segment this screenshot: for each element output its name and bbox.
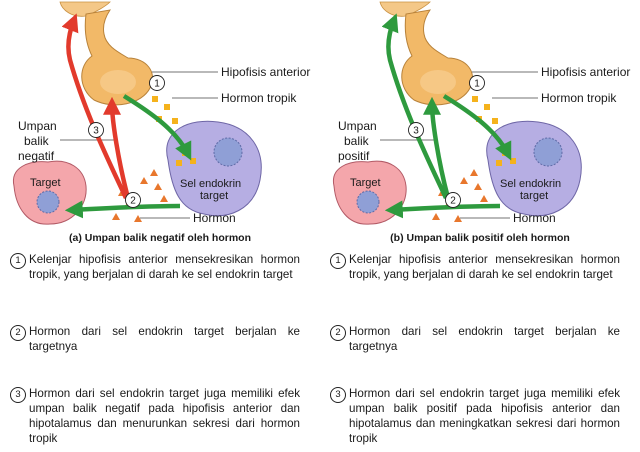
label-hormon: Hormon — [193, 211, 236, 225]
label-feedback-type: negatif — [18, 149, 55, 163]
step-number: 2 — [10, 325, 26, 341]
step-1: 1 Kelenjar hipofisis anterior mensekresi… — [10, 252, 300, 282]
step-text: Hormon dari sel endokrin target berjalan… — [29, 325, 300, 353]
cell-hormone-triangles — [112, 169, 168, 222]
label-sel-endokrin: Sel endokrin — [500, 178, 561, 190]
cell-hormone-triangles — [432, 169, 488, 222]
label-sel-target: target — [520, 190, 548, 202]
step-number: 2 — [330, 325, 346, 341]
target-nucleus — [36, 190, 60, 214]
svg-text:2: 2 — [450, 196, 456, 207]
marker-3: 3 — [408, 122, 424, 138]
step-3: 3 Hormon dari sel endokrin target juga m… — [330, 386, 620, 446]
caption: (b) Umpan balik positif oleh hormon — [390, 232, 570, 244]
marker-1: 1 — [149, 75, 165, 91]
panel-negative-feedback: 1 2 3 Hipofisis anterior Hormon tropik U… — [10, 1, 310, 446]
label-hormon-tropik: Hormon tropik — [541, 91, 617, 105]
feedback-arrow-positive-2 — [423, 96, 451, 199]
hormone-to-target-arrow — [384, 200, 501, 219]
label-balik: balik — [344, 134, 370, 148]
label-sel-endokrin: Sel endokrin — [180, 178, 241, 190]
caption: (a) Umpan balik negatif oleh hormon — [68, 232, 251, 244]
step-2: 2 Hormon dari sel endokrin target berjal… — [330, 324, 620, 354]
label-hipofisis: Hipofisis anterior — [221, 65, 310, 79]
panel-positive-feedback: 1 2 3 Hipofisis anterior Hormon tropik U… — [320, 0, 640, 452]
step-number: 1 — [330, 253, 346, 269]
label-sel-target: target — [200, 190, 228, 202]
feedback-arrow-negative-2 — [103, 96, 131, 199]
marker-2: 2 — [445, 192, 461, 208]
target-nucleus — [356, 190, 380, 214]
label-hormon: Hormon — [513, 211, 556, 225]
label-umpan: Umpan — [338, 119, 377, 133]
label-target: Target — [350, 177, 381, 189]
label-hormon-tropik: Hormon tropik — [221, 91, 297, 105]
svg-text:1: 1 — [474, 79, 480, 90]
label-hipofisis: Hipofisis anterior — [541, 65, 630, 79]
step-1: 1 Kelenjar hipofisis anterior mensekresi… — [330, 252, 620, 282]
marker-2: 2 — [125, 192, 141, 208]
hormone-to-target-arrow — [64, 200, 181, 219]
label-feedback-type: positif — [338, 149, 370, 163]
negative-feedback-diagram: 1 2 3 Hipofisis anterior Hormon tropik U… — [12, 1, 310, 225]
svg-text:1: 1 — [154, 79, 160, 90]
feedback-arrow-negative — [61, 13, 129, 199]
step-text: Kelenjar hipofisis anterior mensekresika… — [349, 253, 620, 281]
positive-feedback-diagram: 1 2 3 Hipofisis anterior Hormon tropik U… — [332, 1, 630, 225]
label-target: Target — [30, 177, 61, 189]
label-balik: balik — [24, 134, 50, 148]
tropic-hormone-arrow — [442, 94, 512, 161]
step-2: 2 Hormon dari sel endokrin target berjal… — [10, 324, 300, 354]
endocrine-nucleus — [533, 137, 563, 167]
marker-1: 1 — [469, 75, 485, 91]
svg-text:3: 3 — [93, 126, 99, 137]
step-text: Hormon dari sel endokrin target juga mem… — [349, 387, 620, 445]
endocrine-nucleus — [213, 137, 243, 167]
step-number: 3 — [330, 387, 346, 403]
svg-text:3: 3 — [413, 126, 419, 137]
svg-text:2: 2 — [130, 196, 136, 207]
step-number: 1 — [10, 253, 26, 269]
step-text: Hormon dari sel endokrin target juga mem… — [29, 387, 300, 445]
step-3: 3 Hormon dari sel endokrin target juga m… — [10, 386, 300, 446]
feedback-arrow-positive — [381, 13, 449, 199]
step-text: Kelenjar hipofisis anterior mensekresika… — [29, 253, 300, 281]
label-umpan: Umpan — [18, 119, 57, 133]
step-text: Hormon dari sel endokrin target berjalan… — [349, 325, 620, 353]
marker-3: 3 — [88, 122, 104, 138]
step-number: 3 — [10, 387, 26, 403]
tropic-hormone-arrow — [122, 94, 192, 161]
